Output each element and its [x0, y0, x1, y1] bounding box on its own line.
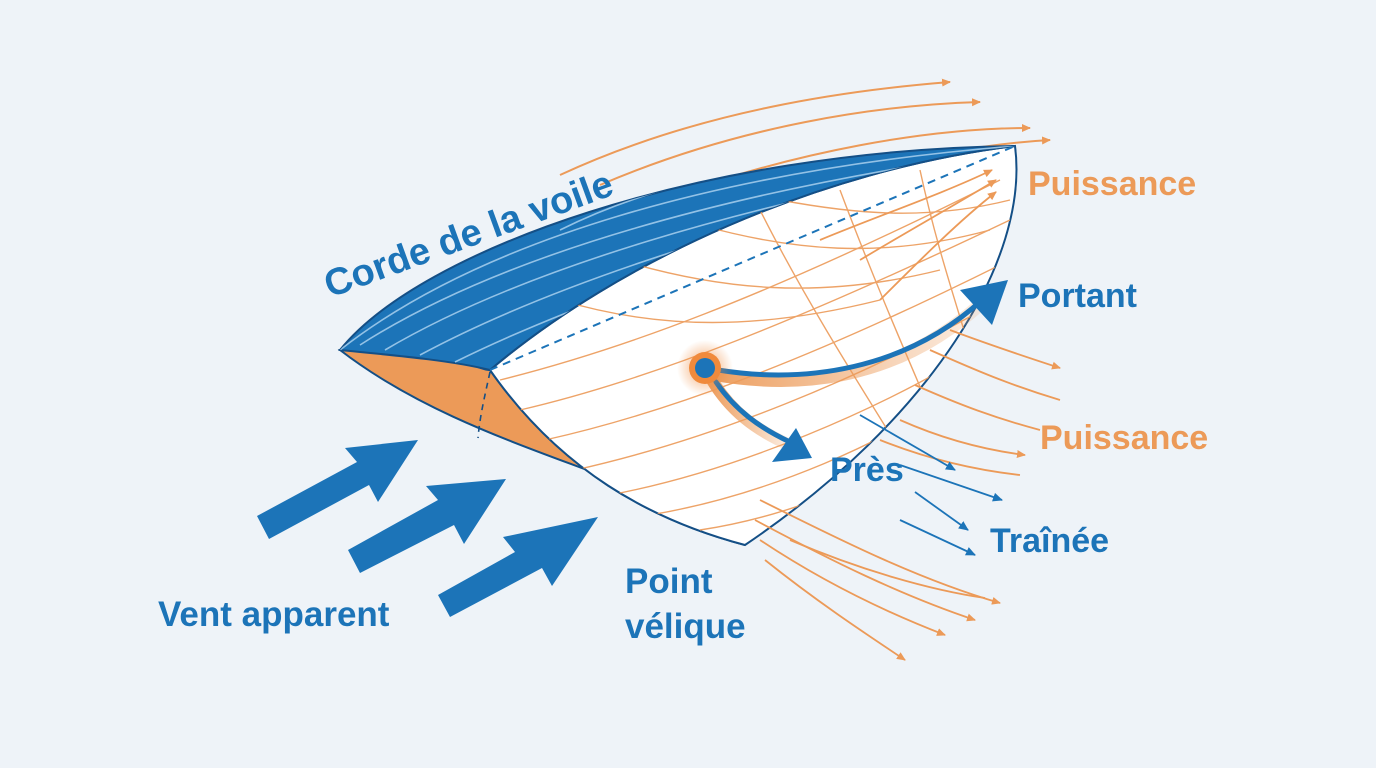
drag-arrows	[859, 414, 1003, 556]
seam-line	[477, 371, 491, 439]
center-of-effort-dot	[677, 340, 733, 396]
downwind-label: Portant	[1018, 277, 1137, 315]
wind-arrow-icon	[257, 440, 418, 539]
converging-power-arrows	[819, 169, 997, 301]
drag-label: Traînée	[990, 522, 1109, 560]
chord-line	[489, 145, 1016, 371]
downwind-force-arrow	[705, 280, 1008, 387]
point-label-line1: Point	[625, 562, 713, 601]
sail-top-panel	[338, 145, 1016, 372]
close-hauled-label: Près	[830, 451, 904, 489]
apparent-wind-arrows	[257, 440, 598, 617]
wind-arrow-icon	[438, 517, 598, 617]
power-top-label: Puissance	[1028, 165, 1196, 203]
apparent-wind-label: Vent apparent	[158, 595, 390, 634]
point-label-line2: vélique	[625, 607, 746, 646]
wind-arrow-icon	[348, 479, 506, 573]
power-mid-label: Puissance	[1040, 419, 1208, 457]
